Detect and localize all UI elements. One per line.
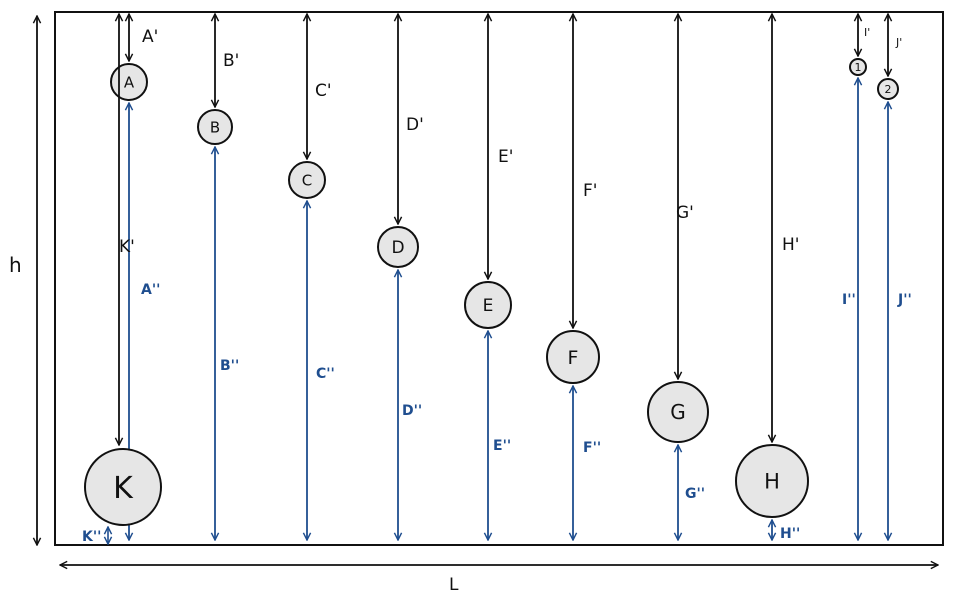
height-label: h <box>9 253 22 277</box>
circle-f <box>546 330 600 384</box>
circle-j <box>877 78 899 100</box>
circle-label-d: D <box>391 238 404 258</box>
bottom-label-g: G'' <box>685 486 705 502</box>
top-label-a: A' <box>142 27 158 47</box>
circle-d <box>377 226 419 268</box>
circle-label-f: F <box>568 347 579 369</box>
bottom-label-c: C'' <box>316 366 335 382</box>
column-b: B B' B'' <box>197 14 239 540</box>
top-label-k: K' <box>119 237 135 257</box>
circle-g <box>647 381 709 443</box>
bottom-label-a: A'' <box>141 282 160 298</box>
bottom-label-h: H'' <box>780 526 800 542</box>
circle-i <box>849 58 867 76</box>
circle-label-g: G <box>670 400 686 424</box>
circle-e <box>464 281 512 329</box>
column-h: H H' H'' <box>735 14 809 542</box>
circle-label-c: C <box>302 171 312 189</box>
top-label-h: H' <box>782 235 799 255</box>
top-label-c: C' <box>315 81 332 101</box>
length-label: L <box>449 575 459 595</box>
circle-label-e: E <box>483 296 494 316</box>
top-label-e: E' <box>498 147 513 167</box>
bottom-label-j: J'' <box>897 292 912 308</box>
container-box <box>54 11 944 546</box>
column-i: 1 I' I'' <box>842 14 870 540</box>
bottom-label-d: D'' <box>402 403 422 419</box>
circle-columns: AA'A''BB'B''CC'C''DD'D''EE'E''FF'F''GG'G… <box>82 14 912 545</box>
column-d: D D' D'' <box>377 14 424 540</box>
circle-b <box>197 109 233 145</box>
column-e: E E' E'' <box>464 14 513 540</box>
top-label-g: G' <box>676 203 694 223</box>
bottom-label-k: K'' <box>82 529 101 545</box>
circle-label-j: 2 <box>885 83 892 96</box>
column-j: 2 J' J'' <box>877 14 912 540</box>
circle-c <box>288 161 326 199</box>
circle-label-b: B <box>210 118 220 136</box>
circle-label-h: H <box>764 470 780 494</box>
circle-label-a: A <box>124 73 135 91</box>
column-c: C C' C'' <box>288 14 335 540</box>
bottom-label-i: I'' <box>842 292 856 308</box>
bottom-label-e: E'' <box>493 438 511 454</box>
top-label-i: I' <box>864 26 870 39</box>
circle-k <box>84 448 162 526</box>
top-label-j: J' <box>895 36 902 49</box>
top-label-f: F' <box>583 181 597 201</box>
column-k: K K' K'' <box>82 14 162 545</box>
bottom-label-f: F'' <box>583 440 601 456</box>
circle-label-k: K <box>113 471 134 506</box>
top-label-b: B' <box>223 51 239 71</box>
circle-h <box>735 444 809 518</box>
bottom-label-b: B'' <box>220 358 239 374</box>
column-f: F F' F'' <box>546 14 601 540</box>
circle-label-i: 1 <box>855 61 862 74</box>
top-label-d: D' <box>406 115 424 135</box>
column-g: G G' G'' <box>647 14 709 540</box>
